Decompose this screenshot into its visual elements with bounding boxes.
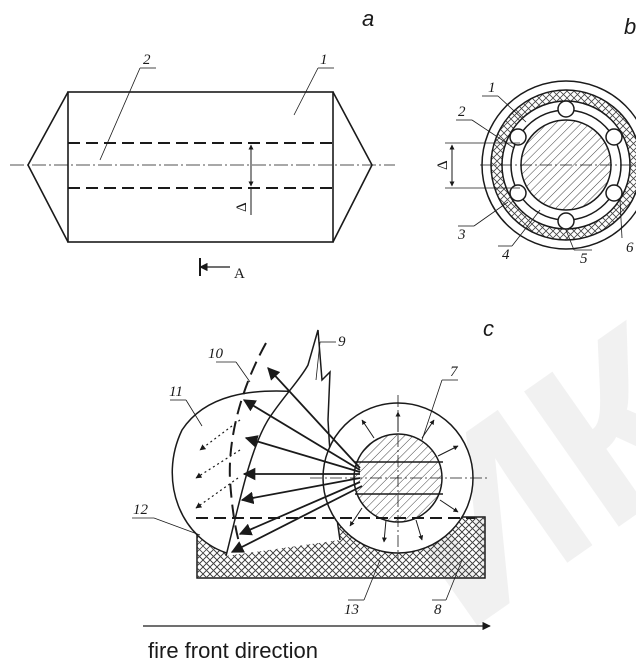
delta-label-b: Δ xyxy=(435,160,451,170)
label-7c: 7 xyxy=(450,364,459,380)
shell-arrows xyxy=(349,411,459,543)
panel-c-letter: c xyxy=(483,316,494,341)
label-9c: 9 xyxy=(338,334,346,350)
holes-ring xyxy=(509,100,623,230)
panel-b-labels: 1 2 3 4 5 6 Δ xyxy=(435,80,634,267)
panel-b-letter: b xyxy=(624,14,636,39)
label-1b: 1 xyxy=(488,80,496,96)
panel-c-leaders xyxy=(132,341,463,601)
label-10c: 10 xyxy=(208,346,224,362)
hole xyxy=(557,100,575,118)
cone-right xyxy=(332,91,373,243)
leader-1a xyxy=(293,67,319,116)
panel-a-labels: 2 1 Δ A xyxy=(143,52,328,282)
label-6b: 6 xyxy=(626,240,634,256)
panel-b: b xyxy=(445,14,636,251)
caption: fire front direction xyxy=(148,638,318,663)
section-label-a: A xyxy=(234,266,245,282)
dotted-arrows xyxy=(195,419,241,509)
cone-left xyxy=(27,91,69,243)
hole xyxy=(509,128,527,146)
panel-a: a xyxy=(10,6,395,276)
shock-front-arc xyxy=(228,342,267,553)
label-2b: 2 xyxy=(458,104,466,120)
label-11c: 11 xyxy=(169,384,183,400)
hole xyxy=(605,128,623,146)
leader-2a xyxy=(99,67,141,161)
hole xyxy=(605,184,623,202)
panel-c-labels: 10 11 9 7 12 13 8 fire front direction xyxy=(133,334,459,663)
label-8c: 8 xyxy=(434,602,442,618)
radial-arrows xyxy=(230,367,363,553)
label-2a: 2 xyxy=(143,52,151,68)
label-13c: 13 xyxy=(344,602,359,618)
hole xyxy=(509,184,527,202)
panel-a-letter: a xyxy=(362,6,374,31)
label-5b: 5 xyxy=(580,251,588,267)
label-3b: 3 xyxy=(457,227,466,243)
label-12c: 12 xyxy=(133,502,149,518)
label-4b: 4 xyxy=(502,247,510,263)
cylinder-body xyxy=(67,91,334,243)
delta-label-a: Δ xyxy=(234,202,250,212)
hole xyxy=(557,212,575,230)
panel-c: c xyxy=(132,316,494,631)
label-1a: 1 xyxy=(320,52,328,68)
